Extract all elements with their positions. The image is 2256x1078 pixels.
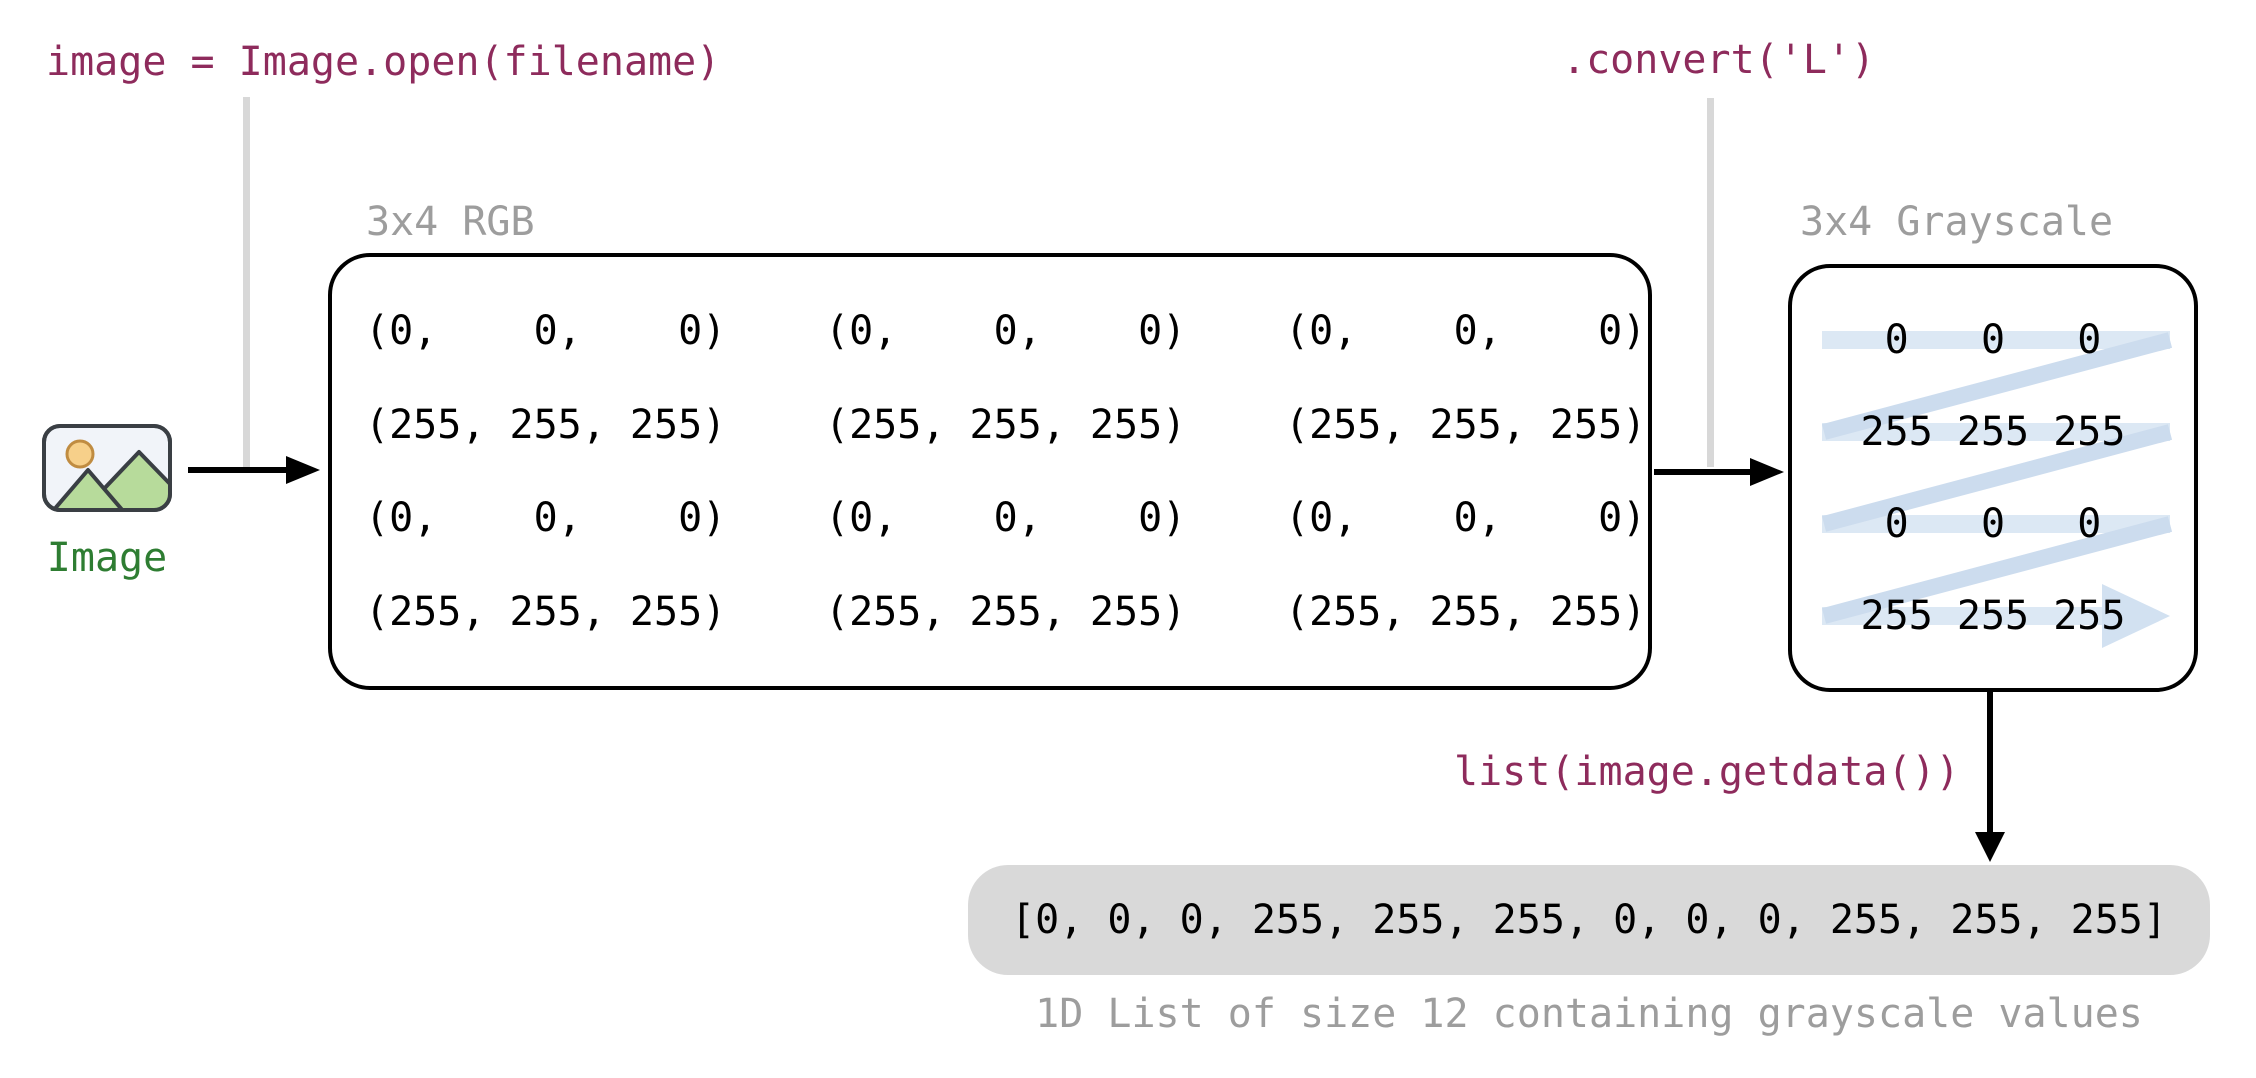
rgb-row: (255, 255, 255) (255, 255, 255) (255, 25… <box>365 405 1648 445</box>
grayscale-matrix-title: 3x4 Grayscale <box>1800 199 2114 245</box>
code-image-open: image = Image.open(filename) <box>46 39 721 85</box>
grayscale-row: 0 0 0 <box>1884 501 2102 547</box>
sun-icon <box>65 439 95 469</box>
grayscale-row: 255 255 255 <box>1860 409 2126 455</box>
rgb-matrix-box: (0, 0, 0) (0, 0, 0) (0, 0, 0) (255, 255,… <box>328 253 1652 690</box>
guide-line-open <box>243 97 250 467</box>
image-icon <box>42 424 172 512</box>
mountain-small-icon <box>50 468 126 510</box>
rgb-cell: (0, 0, 0) <box>365 307 727 354</box>
guide-line-convert <box>1707 98 1714 467</box>
grayscale-row: 0 0 0 <box>1884 317 2102 363</box>
rgb-cell: (255, 255, 255) <box>1285 589 1647 636</box>
rgb-row: (255, 255, 255) (255, 255, 255) (255, 25… <box>365 592 1648 632</box>
grayscale-matrix-box: 0 0 0 255 255 255 0 0 0 255 255 255 <box>1788 264 2198 692</box>
rgb-cell: (255, 255, 255) <box>1285 401 1647 448</box>
grayscale-row: 255 255 255 <box>1860 593 2126 639</box>
rgb-cell: (0, 0, 0) <box>365 495 727 542</box>
rgb-cell: (0, 0, 0) <box>825 307 1187 354</box>
image-label: Image <box>46 535 168 581</box>
scan-order-zigzag-icon <box>1821 331 2173 648</box>
result-caption: 1D List of size 12 containing grayscale … <box>1035 991 2143 1037</box>
code-convert: .convert('L') <box>1562 37 1876 83</box>
code-getdata: list(image.getdata()) <box>1454 749 1960 795</box>
rgb-cell: (255, 255, 255) <box>825 589 1187 636</box>
rgb-cell: (0, 0, 0) <box>1285 307 1647 354</box>
rgb-cell: (0, 0, 0) <box>1285 495 1647 542</box>
result-list-box: [0, 0, 0, 255, 255, 255, 0, 0, 0, 255, 2… <box>968 865 2210 975</box>
rgb-row: (0, 0, 0) (0, 0, 0) (0, 0, 0) <box>365 498 1648 538</box>
result-list: [0, 0, 0, 255, 255, 255, 0, 0, 0, 255, 2… <box>1011 897 2167 943</box>
rgb-cell: (255, 255, 255) <box>365 401 727 448</box>
rgb-row: (0, 0, 0) (0, 0, 0) (0, 0, 0) <box>365 311 1648 351</box>
rgb-matrix-title: 3x4 RGB <box>366 199 535 245</box>
rgb-cell: (255, 255, 255) <box>365 589 727 636</box>
rgb-cell: (255, 255, 255) <box>825 401 1187 448</box>
rgb-cell: (0, 0, 0) <box>825 495 1187 542</box>
